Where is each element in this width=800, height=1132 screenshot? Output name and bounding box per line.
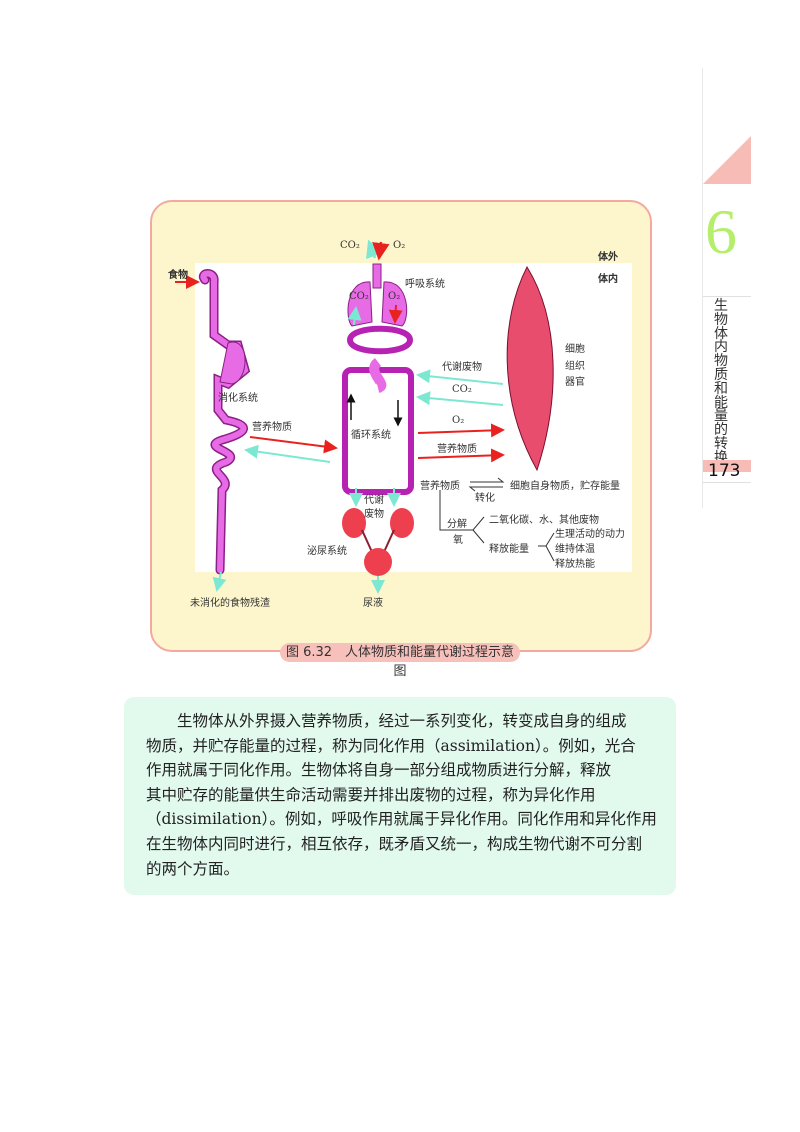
digestive-tract bbox=[198, 269, 251, 575]
muscle-cell-tissue bbox=[506, 265, 554, 472]
label-o2-to-cells: O₂ bbox=[452, 415, 465, 426]
label-food: 食物 bbox=[168, 270, 188, 281]
circulatory-loop bbox=[342, 325, 414, 495]
sidebar-divider bbox=[702, 68, 703, 508]
body-paragraph: 生物体从外界摄入营养物质，经过一系列变化，转变成自身的组成 物质，并贮存能量的过… bbox=[146, 709, 666, 881]
label-nutrients-left: 营养物质 bbox=[252, 422, 292, 433]
label-outside-body: 体外 bbox=[598, 252, 618, 263]
label-conversion: 转化 bbox=[475, 493, 495, 504]
label-circulatory-system: 循环系统 bbox=[351, 430, 391, 441]
page-divider bbox=[703, 482, 751, 483]
label-energy-use-2: 维持体温 bbox=[555, 544, 595, 555]
text-line: 其中贮存的能量供生命活动需要并排出废物的过程，称为异化作用 bbox=[146, 785, 596, 804]
page-number-bar bbox=[703, 460, 751, 472]
urinary-organs bbox=[342, 508, 414, 576]
label-co2-from-cells: CO₂ bbox=[452, 384, 472, 395]
text-line: （dissimilation）。例如，呼吸作用就属于异化作用。同化作用和异化作用 bbox=[146, 810, 657, 829]
label-energy-use-3: 释放热能 bbox=[555, 559, 595, 570]
label-nutrients-conv: 营养物质 bbox=[420, 481, 460, 492]
figure-caption: 图 6.32 人体物质和能量代谢过程示意图 bbox=[280, 643, 520, 679]
label-products: 二氧化碳、水、其他废物 bbox=[489, 515, 599, 526]
label-o2-in: O₂ bbox=[393, 240, 406, 251]
text-line: 作用就属于同化作用。生物体将自身一部分组成物质进行分解，释放 bbox=[146, 761, 612, 780]
text-line: 在生物体内同时进行，相互依存，既矛盾又统一，构成生物代谢不可分割 bbox=[146, 834, 643, 853]
chapter-divider bbox=[703, 296, 751, 297]
chapter-triangle-decoration bbox=[703, 136, 751, 184]
label-respiratory-system: 呼吸系统 bbox=[405, 279, 445, 290]
chapter-title: 生物体内物质和能量的转换 bbox=[714, 298, 728, 466]
label-undigested: 未消化的食物残渣 bbox=[190, 598, 270, 609]
page-number: 173 bbox=[708, 461, 741, 481]
label-lung-co2: CO₂ bbox=[349, 291, 369, 302]
label-waste-2: 废物 bbox=[364, 509, 384, 520]
label-tissues: 组织 bbox=[565, 361, 585, 372]
label-nutrients-right: 营养物质 bbox=[437, 444, 477, 455]
label-lung-o2: O₂ bbox=[388, 291, 401, 302]
label-inside-body: 体内 bbox=[598, 274, 618, 285]
label-digestive-system: 消化系统 bbox=[218, 393, 258, 404]
text-line: 的两个方面。 bbox=[146, 859, 240, 878]
chapter-number: 6 bbox=[705, 196, 737, 267]
label-waste-1: 代谢 bbox=[364, 495, 384, 506]
label-urine: 尿液 bbox=[363, 598, 383, 609]
label-oxygen: 氧 bbox=[453, 535, 463, 546]
label-co2-out: CO₂ bbox=[340, 240, 360, 251]
label-cells: 细胞 bbox=[565, 344, 585, 355]
label-organs: 器官 bbox=[565, 377, 585, 388]
label-release-energy: 释放能量 bbox=[489, 544, 529, 555]
label-energy-use-1: 生理活动的动力 bbox=[555, 529, 625, 540]
label-metabolic-waste: 代谢废物 bbox=[442, 362, 482, 373]
body-text-box: 生物体从外界摄入营养物质，经过一系列变化，转变成自身的组成 物质，并贮存能量的过… bbox=[124, 697, 676, 895]
text-line: 生物体从外界摄入营养物质，经过一系列变化，转变成自身的组成 bbox=[146, 712, 627, 730]
label-cell-material: 细胞自身物质，贮存能量 bbox=[510, 481, 620, 492]
conversion-arrows bbox=[439, 477, 555, 562]
text-line: 物质，并贮存能量的过程，称为同化作用（assimilation）。例如，光合 bbox=[146, 736, 636, 755]
label-urinary-system: 泌尿系统 bbox=[307, 546, 347, 557]
label-decompose: 分解 bbox=[447, 519, 467, 530]
